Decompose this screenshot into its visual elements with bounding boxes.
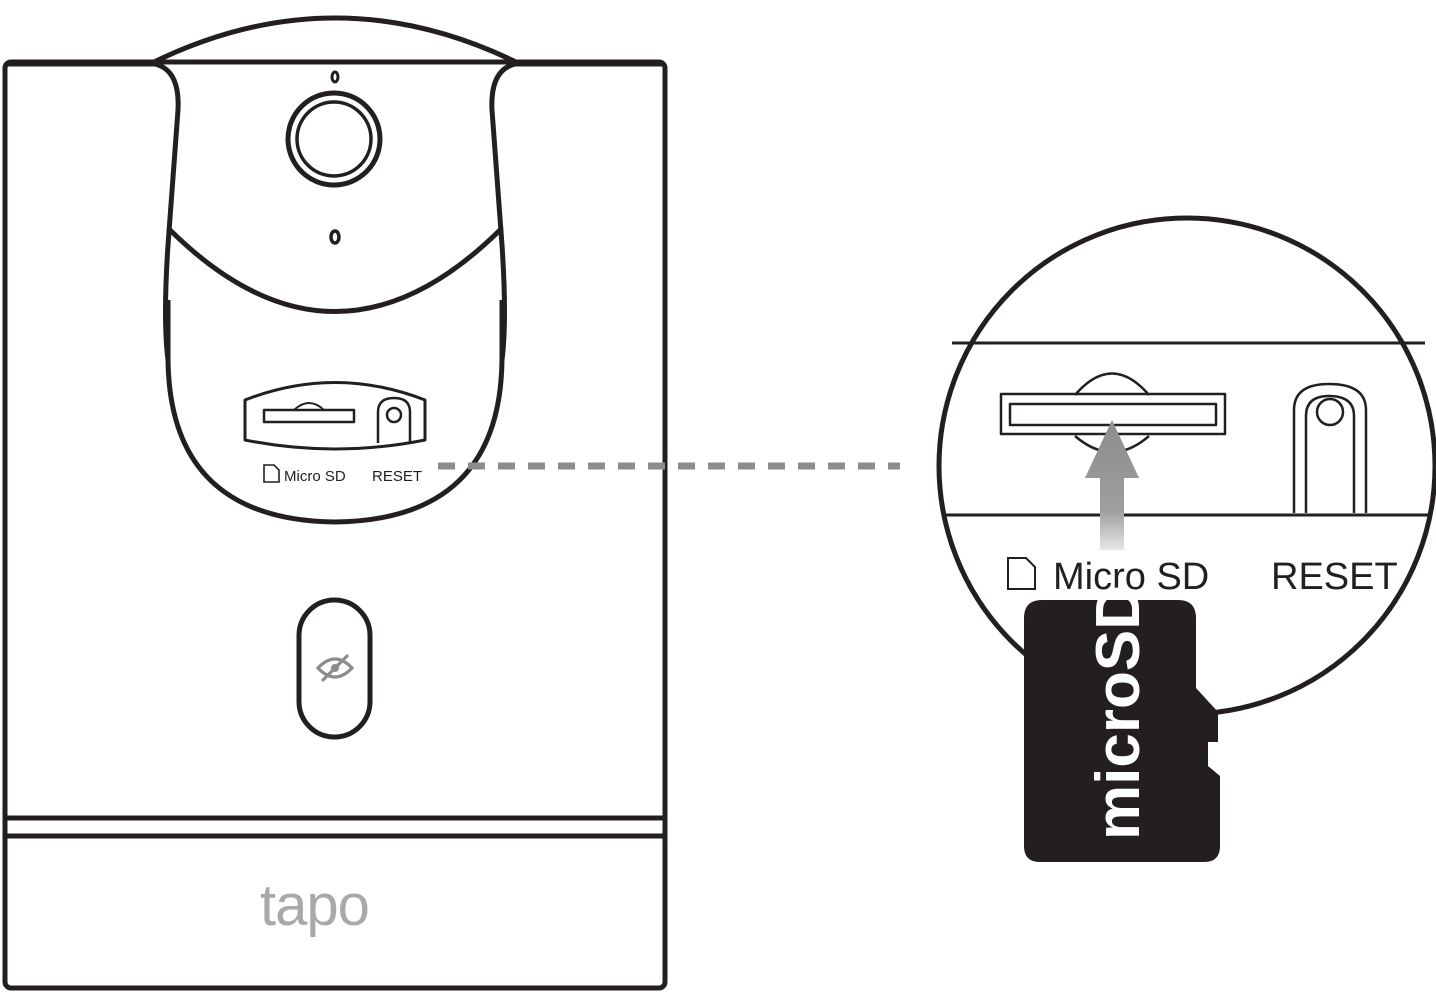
reset-hole-big bbox=[1315, 397, 1345, 427]
reset-housing-big bbox=[1292, 382, 1368, 513]
reset-hole-housing-small bbox=[376, 396, 412, 443]
label-microsd-big: Micro SD bbox=[1053, 556, 1209, 598]
microsd-slot-big-inner bbox=[1008, 402, 1218, 427]
sensor-dot-top bbox=[330, 70, 340, 84]
label-reset-small: RESET bbox=[372, 468, 422, 485]
label-microsd-small: Micro SD bbox=[284, 468, 346, 485]
eye-slash-icon bbox=[315, 654, 355, 682]
arrow-up-icon bbox=[1085, 420, 1139, 550]
head-visor bbox=[166, 226, 504, 314]
microsd-card bbox=[1024, 600, 1220, 862]
camera-body bbox=[2, 59, 668, 991]
camera-lens-outer bbox=[285, 90, 383, 188]
head-pod bbox=[165, 300, 505, 525]
brand-logo: tapo bbox=[260, 873, 369, 938]
port-housing bbox=[243, 381, 427, 451]
sd-card-icon-big bbox=[1007, 557, 1036, 590]
camera-lens-inner bbox=[295, 100, 373, 178]
privacy-button bbox=[296, 597, 373, 740]
slot-notch-big bbox=[1074, 372, 1150, 396]
microsd-card-label: microSD bbox=[1084, 585, 1153, 840]
right-shoulder bbox=[489, 61, 662, 361]
head-top-arc bbox=[148, 15, 522, 67]
zoom-callout bbox=[936, 215, 1436, 717]
camera-device bbox=[2, 15, 668, 991]
left-shoulder bbox=[8, 61, 181, 361]
sensor-dot-bottom bbox=[329, 229, 341, 245]
slot-notch-small bbox=[293, 402, 325, 411]
sd-card-icon-small bbox=[263, 464, 280, 483]
reset-housing-big-inner bbox=[1304, 394, 1356, 513]
reset-hole-small bbox=[385, 406, 403, 424]
label-reset-big: RESET bbox=[1271, 556, 1398, 598]
microsd-slot-small bbox=[262, 408, 356, 424]
